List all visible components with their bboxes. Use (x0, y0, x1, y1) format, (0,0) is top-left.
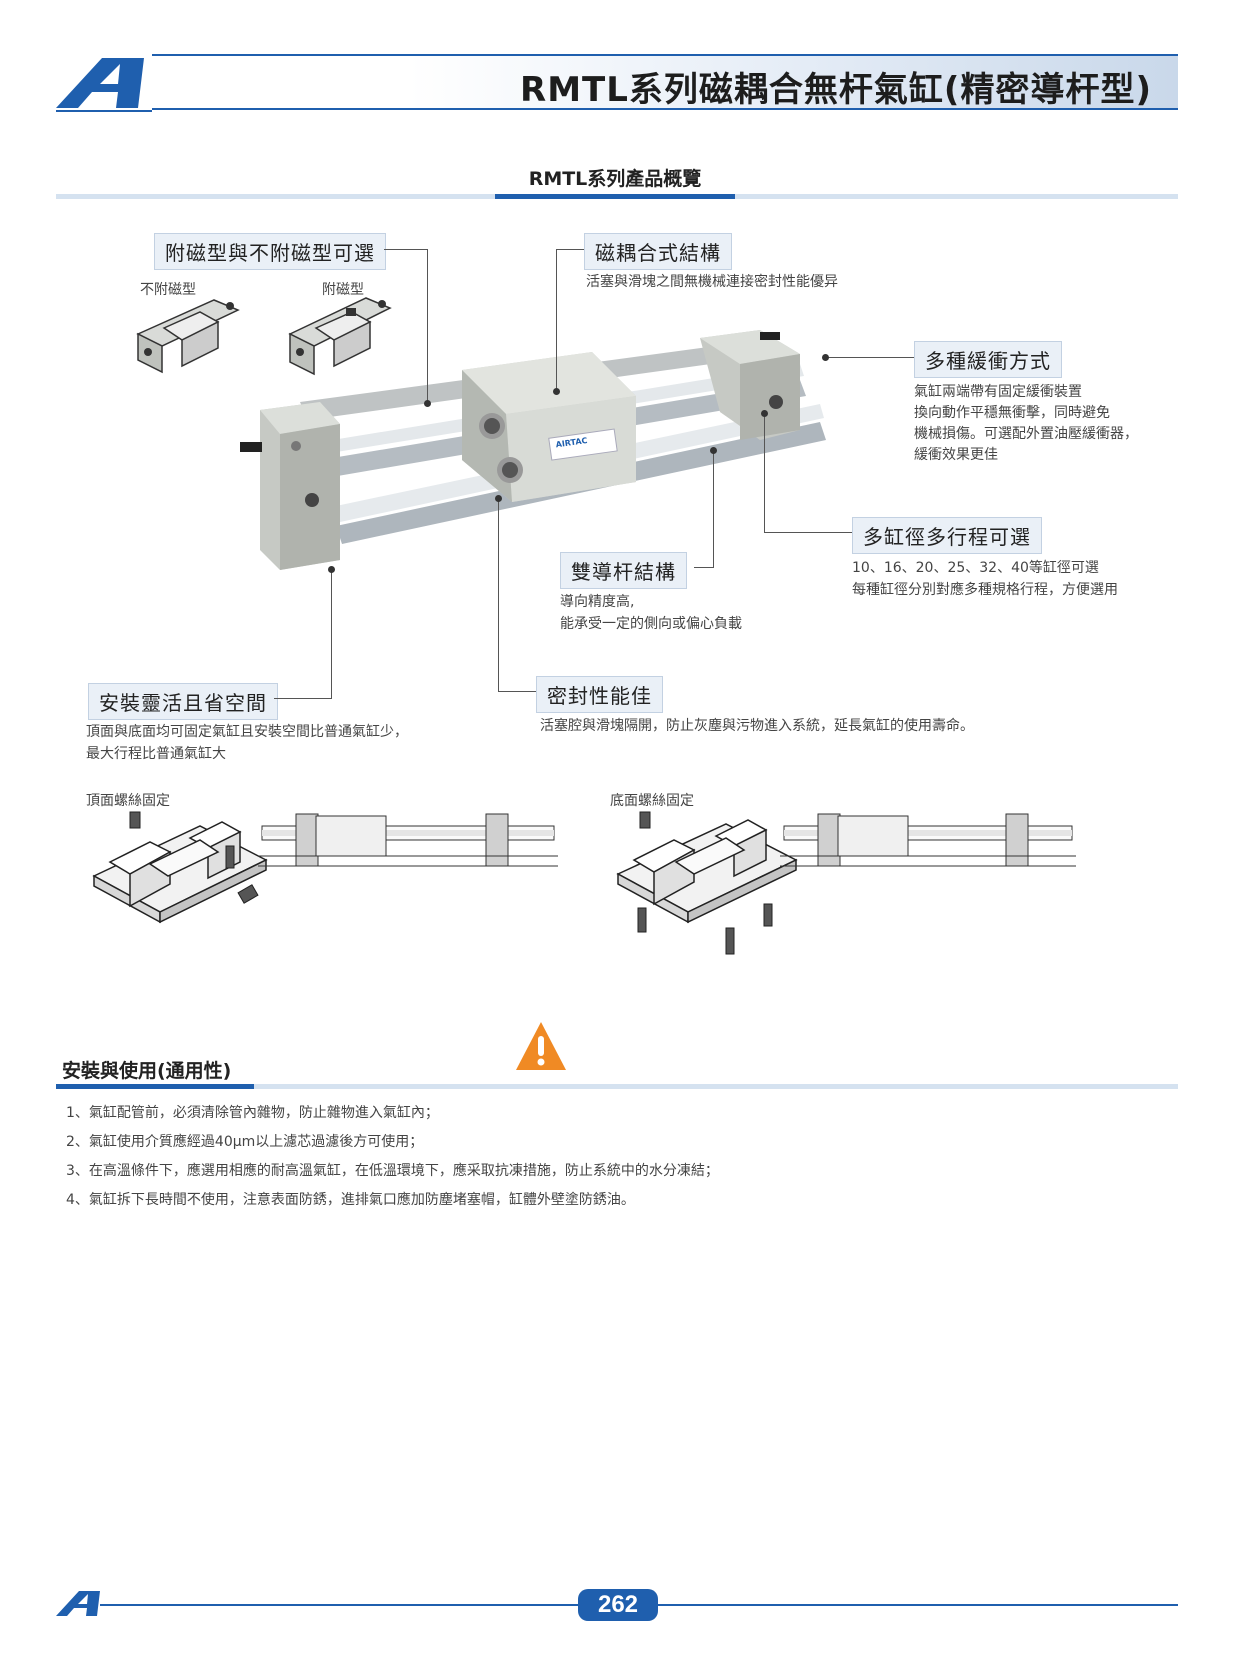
coupling-description: 活塞與滑塊之間無機械連接密封性能優异 (586, 274, 838, 290)
cushion-desc-line-2: 換向動作平穩無衝擊，同時避免 (914, 405, 1110, 421)
double-guide-callout: 雙導杆結構 (560, 552, 687, 589)
magnetic-label: 附磁型 (322, 282, 364, 298)
bore-stroke-callout: 多缸徑多行程可選 (852, 517, 1042, 554)
cushion-desc-line-3: 機械損傷。可選配外置油壓緩衝器， (914, 426, 1138, 442)
usage-item: 2、氣缸使用介質應經過40μm以上濾芯過濾後方可使用； (66, 1134, 424, 1150)
non-magnetic-label: 不附磁型 (140, 282, 196, 298)
double-guide-leader (694, 450, 714, 568)
bore-stroke-leader (764, 412, 852, 533)
bore-desc-line-1: 10、16、20、25、32、40等缸徑可選 (852, 560, 1099, 576)
seal-leader (498, 498, 536, 692)
page-number: 262 (578, 1589, 658, 1621)
seal-callout: 密封性能佳 (536, 676, 663, 713)
usage-item: 4、氣缸拆下長時間不使用，注意表面防銹，進排氣口應加防塵堵塞帽，缸體外壁塗防銹油… (66, 1192, 635, 1208)
usage-item: 1、氣缸配管前，必須清除管內雜物，防止雜物進入氣缸內； (66, 1105, 439, 1121)
brand-logo-icon (56, 58, 152, 112)
bore-stroke-pointer (761, 410, 768, 417)
mounting-desc-line-1: 頂面與底面均可固定氣缸且安裝空間比普通氣缸少， (86, 724, 408, 740)
seal-pointer (495, 495, 502, 502)
guide-desc-line-2: 能承受一定的側向或偏心負載 (560, 616, 742, 632)
footer-logo-icon (56, 1591, 100, 1616)
cushion-desc-line-1: 氣缸兩端帶有固定緩衝裝置 (914, 384, 1082, 400)
bottom-mount-side-drawing (780, 813, 1076, 867)
coupling-leader (556, 249, 584, 391)
coupling-pointer (553, 388, 560, 395)
top-mount-label: 頂面螺絲固定 (86, 793, 170, 809)
top-mount-iso-drawing (92, 811, 268, 924)
magnetic-option-callout: 附磁型與不附磁型可選 (154, 233, 386, 270)
magnetic-option-leader (384, 249, 428, 405)
mounting-desc-line-2: 最大行程比普通氣缸大 (86, 746, 226, 762)
bottom-mount-iso-drawing (616, 811, 798, 955)
usage-item: 3、在高溫條件下，應選用相應的耐高溫氣缸，在低溫環境下，應采取抗凍措施，防止系統… (66, 1163, 719, 1179)
cushion-pointer (822, 354, 829, 361)
guide-desc-line-1: 導向精度高, (560, 594, 635, 610)
product-brand-label: AIRTAC (555, 436, 588, 449)
page-title: RMTL系列磁耦合無杆氣缸(精密導杆型) (520, 70, 1152, 110)
mounting-pointer (328, 566, 335, 573)
bottom-mount-label: 底面螺絲固定 (610, 793, 694, 809)
overview-rule-accent (495, 194, 735, 199)
cushion-callout: 多種緩衝方式 (914, 341, 1062, 378)
cushion-leader (826, 357, 914, 358)
usage-rule (56, 1084, 1178, 1089)
seal-description: 活塞腔與滑塊隔開，防止灰塵與污物進入系統，延長氣缸的使用壽命。 (540, 718, 974, 734)
double-guide-pointer (710, 447, 717, 454)
magnetic-thumbnail (288, 297, 392, 376)
rmtl-cylinder-illustration: AIRTAC (240, 330, 826, 570)
warning-triangle-icon (516, 1022, 566, 1070)
mounting-callout: 安裝靈活且省空間 (88, 683, 278, 720)
usage-section-title: 安裝與使用(通用性) (62, 1060, 232, 1082)
non-magnetic-thumbnail (136, 299, 240, 374)
header-banner: RMTL系列磁耦合無杆氣缸(精密導杆型) (152, 54, 1178, 110)
top-mount-side-drawing (258, 813, 558, 867)
cushion-desc-line-4: 緩衝效果更佳 (914, 447, 998, 463)
overview-section-title: RMTL系列產品概覽 (528, 168, 702, 190)
mounting-leader (274, 570, 332, 699)
magnetic-option-pointer (424, 400, 431, 407)
usage-rule-accent (56, 1084, 254, 1089)
bore-desc-line-2: 每種缸徑分別對應多種規格行程，方便選用 (852, 582, 1118, 598)
coupling-callout: 磁耦合式結構 (584, 233, 732, 270)
